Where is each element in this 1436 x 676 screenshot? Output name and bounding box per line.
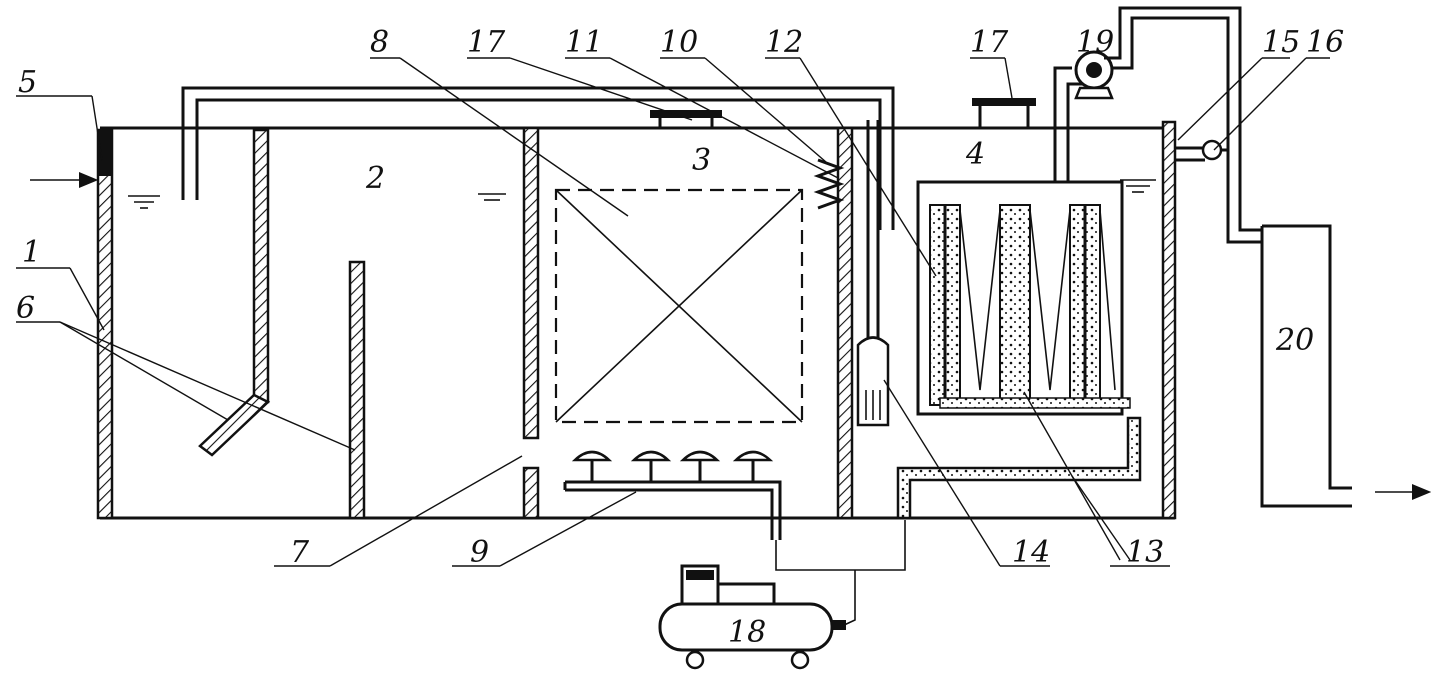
water-level-markers (128, 179, 1156, 209)
tank-body (96, 120, 1177, 520)
label-20: 20 (1275, 323, 1314, 358)
label-18: 18 (728, 615, 766, 650)
overflow-pipe (181, 86, 895, 230)
label-15: 15 (1262, 25, 1300, 60)
air-line (775, 520, 906, 571)
aeration-pipe (563, 450, 782, 540)
diffuser-heads (571, 450, 774, 482)
manhole-left (650, 110, 722, 128)
wheel-left (685, 650, 705, 670)
inclined-baffle (198, 393, 271, 457)
label-1: 1 (22, 235, 41, 270)
overflow-pipe-inner (195, 98, 882, 230)
label-17a: 17 (467, 25, 506, 60)
label-5: 5 (18, 65, 37, 100)
label-6: 6 (16, 291, 35, 326)
partition-2-3-lower (522, 466, 540, 520)
membrane-zigzag (959, 209, 1116, 391)
label-12: 12 (765, 25, 803, 60)
spring-element (813, 158, 845, 210)
label-2: 2 (365, 161, 385, 196)
air-line-to-blower (841, 570, 856, 627)
manhole-right (972, 98, 1036, 128)
suction-pipe-left (1053, 66, 1072, 182)
label-10: 10 (660, 25, 698, 60)
partition-2-3-upper (522, 126, 540, 440)
clear-tank-left (1260, 226, 1352, 508)
discharge-pipe-inner (1112, 16, 1262, 244)
baffle-lower (348, 260, 366, 520)
baffle-upper (252, 128, 270, 404)
air-blower (658, 564, 846, 670)
chamber-4-aeration-tube (896, 416, 1142, 520)
airlift-pump (856, 120, 890, 427)
clear-tank-right (1262, 224, 1352, 490)
label-16: 16 (1306, 25, 1344, 60)
label-8: 8 (370, 25, 389, 60)
label-13: 13 (1126, 535, 1164, 570)
label-14: 14 (1012, 535, 1050, 570)
valve (1201, 139, 1223, 161)
inlet-weir (98, 130, 112, 176)
label-3: 3 (692, 143, 711, 178)
membrane-frame (916, 180, 1124, 416)
right-wall (1161, 120, 1177, 520)
leader-lines (16, 57, 1330, 567)
filter-module (554, 188, 804, 424)
label-4: 4 (965, 137, 985, 172)
partition-3-4 (836, 126, 854, 520)
chamber-2-baffles (198, 128, 366, 520)
label-11: 11 (565, 25, 603, 60)
label-7: 7 (290, 535, 310, 570)
membrane-sheet-2 (999, 204, 1031, 406)
label-19: 19 (1076, 25, 1114, 60)
discharge-pipe-outer (1104, 6, 1262, 232)
label-17b: 17 (970, 25, 1009, 60)
wheel-right (790, 650, 810, 670)
labels: 5 1 6 2 3 4 8 17 11 10 12 17 19 15 16 20… (16, 25, 1344, 650)
suction-pipe-right (1066, 82, 1086, 182)
suction-pump (1074, 50, 1114, 100)
filter-dashed-frame (554, 188, 804, 424)
membrane-module (916, 180, 1131, 416)
label-9: 9 (470, 535, 489, 570)
